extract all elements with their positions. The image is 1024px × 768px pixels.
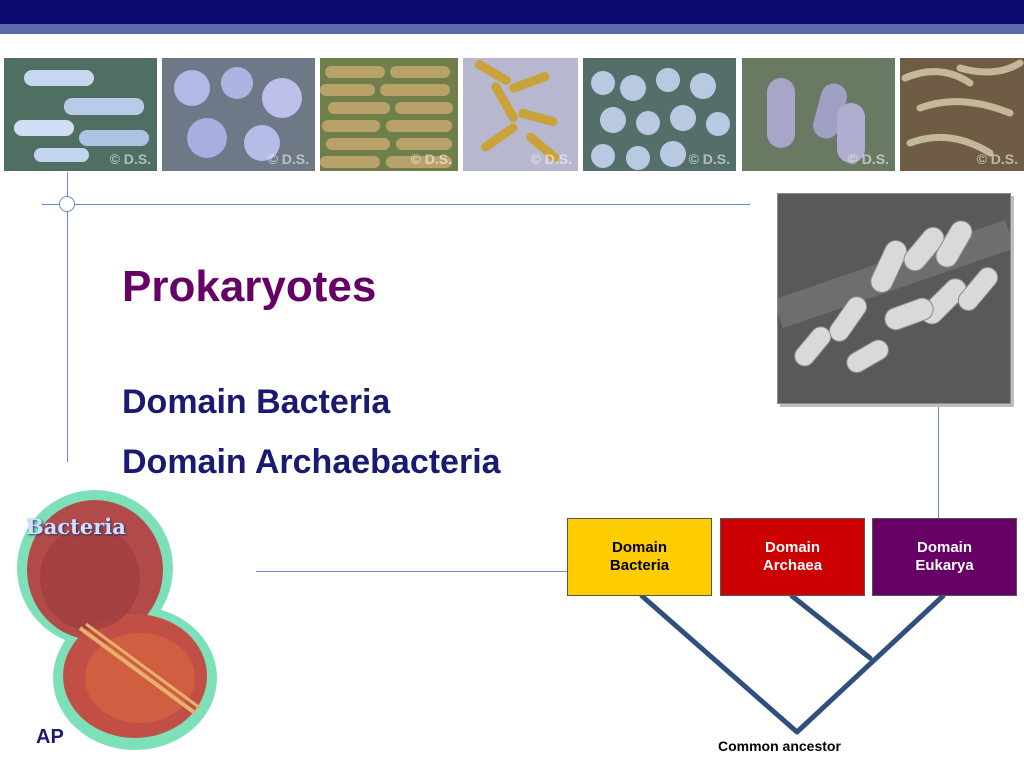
- box-line1: Domain: [611, 539, 667, 556]
- rod-bacteria-micrograph: [4, 58, 157, 171]
- slide-title: Prokaryotes: [122, 262, 377, 311]
- rod-bacteria-micrograph: [778, 194, 1010, 403]
- footer-text: AP: [36, 726, 64, 748]
- dividing-bacterium-icon: [17, 490, 217, 750]
- subtitle-bacteria: Domain Bacteria: [122, 383, 391, 421]
- watermark: © D.S.: [847, 151, 889, 167]
- watermark: © D.S.: [109, 151, 151, 167]
- top-banner-stripe: [0, 24, 1024, 34]
- box-line1: Domain: [764, 539, 820, 556]
- micrograph-rods-1: © D.S.: [4, 58, 157, 171]
- bacteria-collage: [900, 58, 1024, 171]
- rod-bacteria-micrograph: [742, 58, 895, 171]
- watermark: © D.S.: [530, 151, 572, 167]
- vertical-guide-line: [67, 172, 68, 462]
- micrograph-rods-3: © D.S.: [463, 58, 578, 171]
- box-line2: Archaea: [762, 557, 823, 574]
- subtitle-archaebacteria: Domain Archaebacteria: [122, 443, 501, 481]
- phylogenetic-tree-branches: [639, 593, 946, 735]
- micrograph-spirilla: © D.S.: [900, 58, 1024, 171]
- micrograph-cocci-2: © D.S.: [583, 58, 736, 171]
- bacteria-label: Bacteria: [26, 514, 126, 539]
- crosshair-circle-icon: [59, 196, 75, 212]
- divider-line: [42, 204, 750, 205]
- watermark: © D.S.: [688, 151, 730, 167]
- box-line2: Eukarya: [915, 557, 974, 574]
- micrograph-rods-2: © D.S.: [320, 58, 458, 171]
- box-line2: Bacteria: [609, 557, 670, 574]
- top-banner: [0, 0, 1024, 24]
- bottom-divider-line: [256, 571, 568, 572]
- bacillus-micrograph: [463, 58, 578, 171]
- watermark: © D.S.: [267, 151, 309, 167]
- common-ancestor-label: Common ancestor: [718, 738, 841, 754]
- coccus-bacteria-micrograph: [583, 58, 736, 171]
- coccus-bacteria-micrograph: [162, 58, 315, 171]
- bacteria-micrograph-photo: [777, 193, 1011, 404]
- box-line1: Domain: [916, 539, 972, 556]
- watermark: © D.S.: [976, 151, 1018, 167]
- micrograph-cocci-1: © D.S.: [162, 58, 315, 171]
- connector-line: [938, 402, 939, 518]
- bacillus-micrograph: [320, 58, 458, 171]
- micrograph-rods-4: © D.S.: [742, 58, 895, 171]
- dividing-bacterium-illustration: Bacteria: [10, 488, 220, 753]
- watermark: © D.S.: [410, 151, 452, 167]
